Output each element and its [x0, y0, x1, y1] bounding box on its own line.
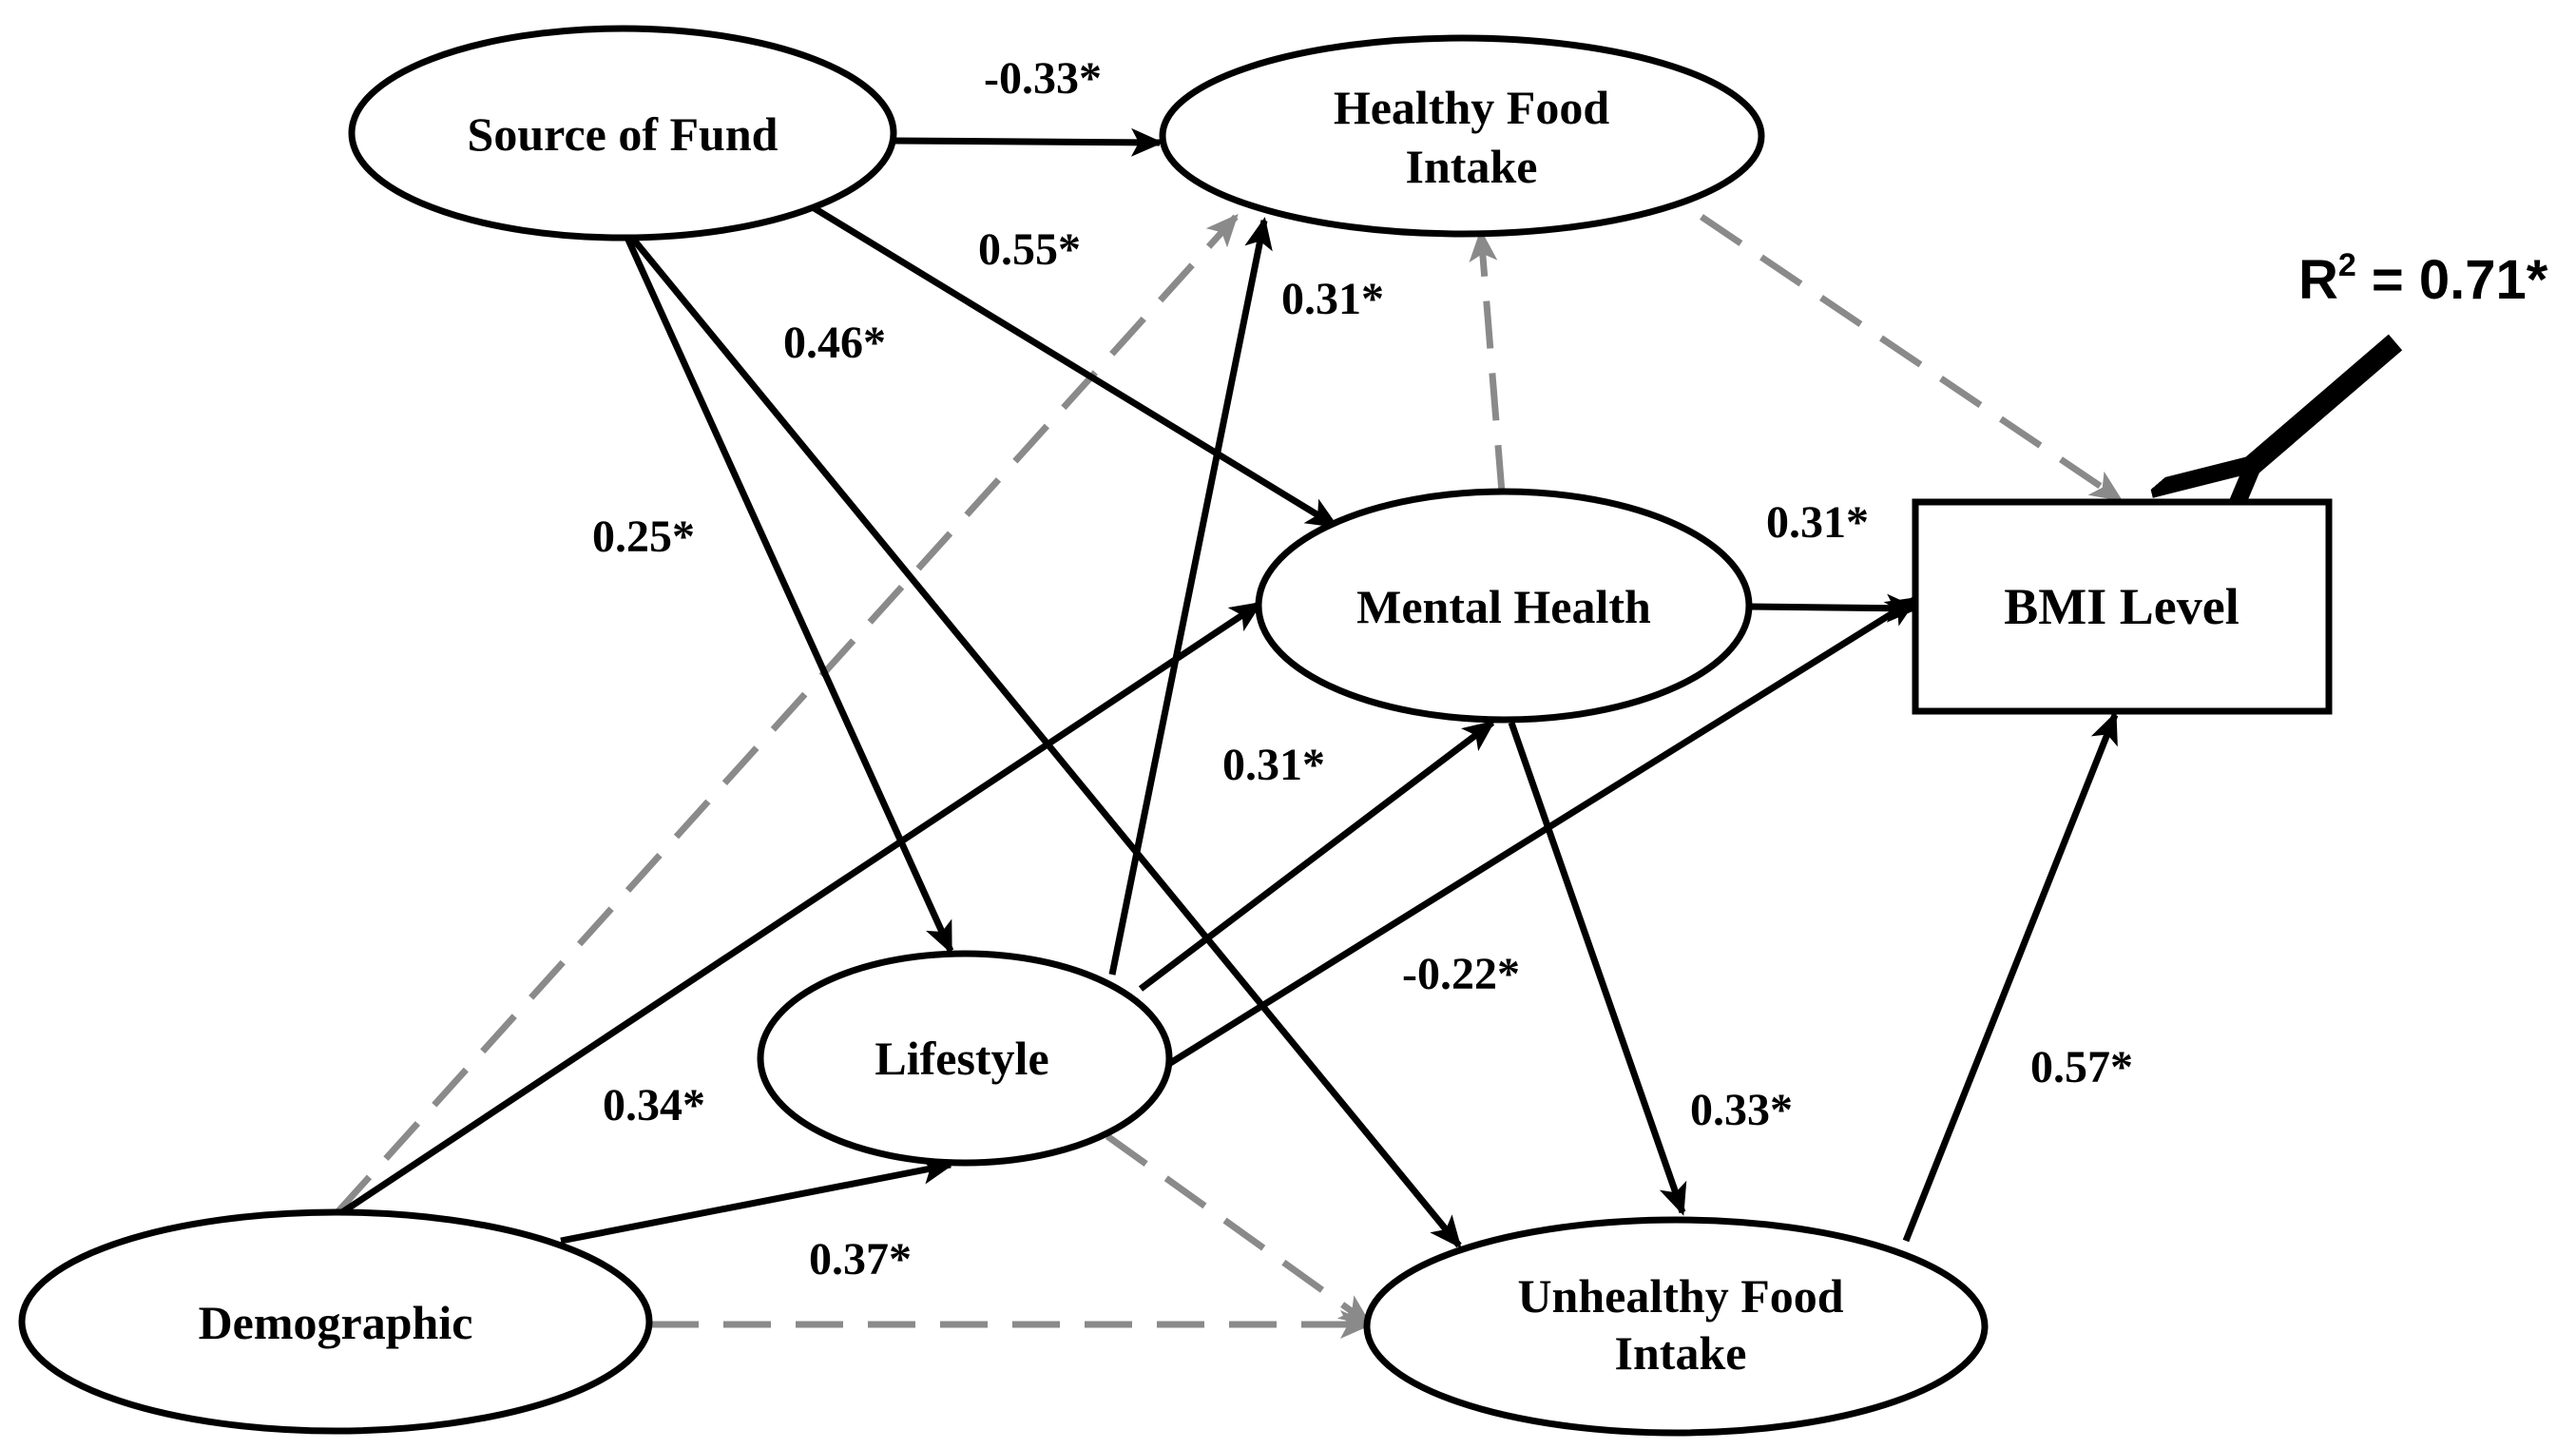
coef-mental-health-bmi: 0.31*	[1766, 497, 1869, 548]
r-squared-label: R2 = 0.71*	[2298, 247, 2548, 311]
edges	[335, 127, 2403, 1339]
node-unhealthy-food-intake: Unhealthy Food Intake	[1363, 1216, 1989, 1437]
coef-source-fund-mental-health: 0.55*	[978, 224, 1081, 275]
path-source-fund-to-lifestyle	[624, 236, 954, 955]
node-label-bmi-level: BMI Level	[2004, 578, 2239, 635]
r-squared-value: = 0.71*	[2356, 249, 2548, 311]
path-demographic-to-healthy-food	[335, 214, 1239, 1215]
path-unhealthy-food-to-bmi	[1902, 711, 2119, 1243]
r-squared-prefix: R	[2298, 249, 2338, 311]
node-label-mental-health: Mental Health	[1356, 580, 1651, 633]
node-source-of-fund: Source of Fund	[348, 25, 897, 242]
coef-source-fund-unhealthy-food: 0.46*	[783, 318, 886, 368]
node-label-demographic: Demographic	[199, 1296, 473, 1349]
path-lifestyle-to-unhealthy-food	[1105, 1133, 1373, 1326]
path-demographic-to-lifestyle	[560, 1156, 954, 1245]
coef-demographic-mental-health: 0.34*	[603, 1080, 705, 1130]
path-lifestyle-to-bmi	[1165, 596, 1919, 1068]
path-mental-health-to-bmi	[1748, 593, 1919, 623]
coef-mental-health-unhealthy-food: 0.33*	[1690, 1085, 1793, 1135]
coef-unhealthy-food-bmi: 0.57*	[2030, 1042, 2133, 1092]
path-source-fund-to-mental-health	[806, 202, 1339, 529]
node-lifestyle: Lifestyle	[757, 950, 1173, 1167]
node-demographic: Demographic	[18, 1208, 653, 1435]
node-label-unhealthy-food-line2: Intake	[1615, 1326, 1747, 1380]
path-source-fund-to-unhealthy-food	[629, 235, 1462, 1249]
r-squared-pointer-arrow	[2248, 334, 2403, 469]
path-mental-health-to-healthy-food	[1469, 229, 1506, 493]
node-label-source-of-fund: Source of Fund	[468, 107, 779, 161]
node-healthy-food-intake: Healthy Food Intake	[1159, 34, 1765, 238]
path-demographic-to-mental-health	[340, 601, 1263, 1215]
coef-source-fund-healthy-food: -0.33*	[984, 53, 1102, 104]
node-label-healthy-food-line2: Intake	[1406, 140, 1538, 193]
path-lifestyle-to-healthy-food	[1108, 217, 1273, 976]
coef-source-fund-lifestyle: 0.25*	[592, 512, 695, 562]
coef-demographic-lifestyle: 0.37*	[809, 1234, 912, 1285]
node-bmi-level: BMI Level	[1912, 498, 2333, 715]
coef-lifestyle-bmi: -0.22*	[1402, 949, 1520, 999]
path-mental-health-to-unhealthy-food	[1508, 721, 1687, 1216]
path-healthy-food-to-bmi	[1700, 214, 2124, 502]
node-label-lifestyle: Lifestyle	[875, 1032, 1048, 1085]
node-mental-health: Mental Health	[1255, 488, 1753, 724]
path-lifestyle-to-mental-health	[1138, 720, 1496, 992]
node-label-unhealthy-food-line1: Unhealthy Food	[1517, 1269, 1843, 1323]
r-squared-superscript: 2	[2338, 247, 2356, 283]
path-source-fund-to-healthy-food	[893, 127, 1163, 157]
coef-lifestyle-mental-health: 0.31*	[1222, 740, 1325, 790]
node-label-healthy-food-line1: Healthy Food	[1334, 81, 1609, 134]
path-coefficients: -0.33* 0.55* 0.46* 0.25* 0.31* 0.31* -0.…	[592, 53, 2133, 1285]
coef-lifestyle-healthy-food: 0.31*	[1281, 274, 1384, 324]
